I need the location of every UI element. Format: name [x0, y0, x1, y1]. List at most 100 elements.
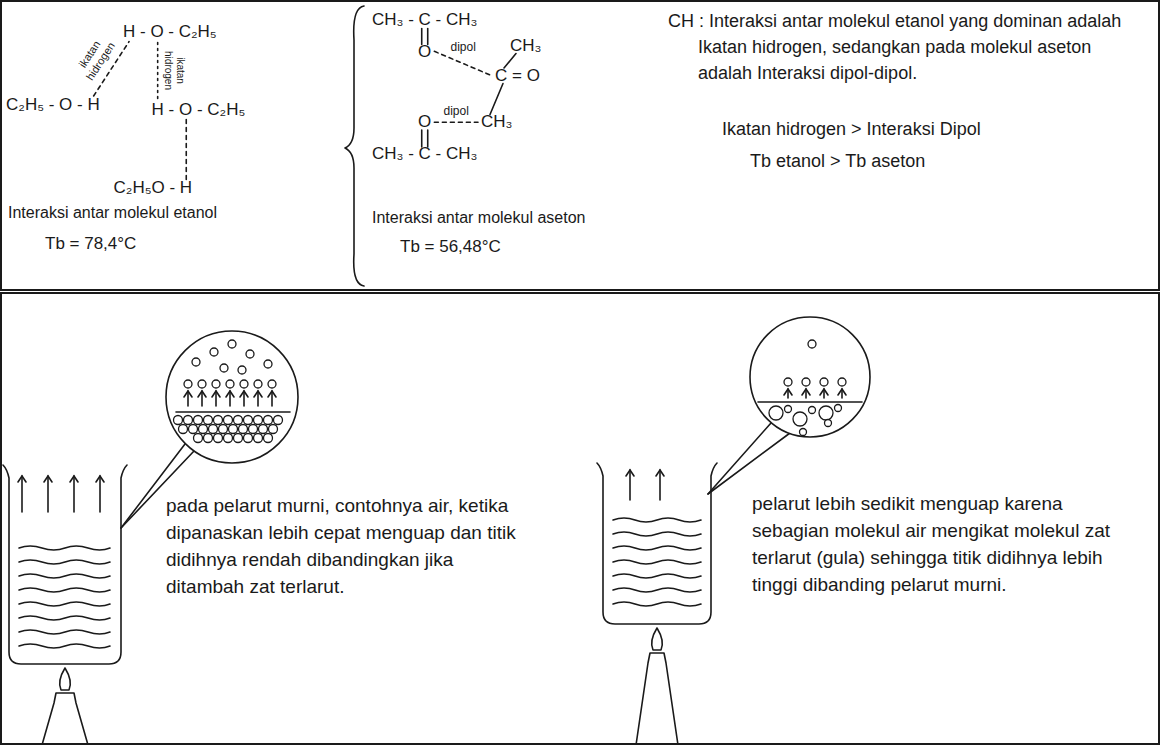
water-molecule — [800, 429, 807, 436]
liquid — [613, 588, 701, 592]
liquid-surface — [176, 411, 290, 413]
flame — [60, 668, 71, 690]
vapour-arrow — [268, 391, 276, 397]
vapour-arrow — [184, 391, 192, 397]
liquid — [613, 546, 701, 550]
water-molecule — [264, 434, 273, 443]
water-molecule — [269, 425, 278, 434]
water-molecule — [174, 416, 183, 425]
water-molecule — [238, 366, 246, 374]
liquid — [613, 602, 701, 606]
hydrogen-bond — [157, 43, 159, 102]
water-molecule — [240, 380, 248, 388]
water-molecule — [229, 425, 238, 434]
bond-label: dipol — [443, 105, 468, 119]
formula: C = O — [495, 66, 540, 86]
water-molecule — [204, 434, 213, 443]
water-molecule — [802, 378, 810, 386]
water-molecule — [219, 425, 228, 434]
vapour-arrow — [18, 476, 26, 482]
water-molecule — [228, 340, 236, 348]
vapour-arrow — [70, 476, 78, 482]
caption: Interaksi antar molekul aseton — [372, 208, 585, 228]
callout-tail — [708, 433, 790, 494]
vapour-arrow — [226, 391, 234, 397]
water-molecule — [204, 416, 213, 425]
water-molecule — [825, 420, 832, 427]
solute-molecule — [819, 406, 833, 420]
water-molecule — [214, 434, 223, 443]
brace — [345, 6, 364, 286]
vapour-arrow — [99, 476, 101, 512]
water-molecule — [254, 380, 262, 388]
formula: C₂H₅ - O - H — [6, 95, 100, 115]
vapour-arrow — [73, 476, 75, 512]
water-molecule — [210, 348, 218, 356]
boiling-point: Tb = 56,48°C — [400, 236, 501, 257]
liquid — [19, 574, 110, 578]
liquid — [613, 574, 701, 578]
water-molecule — [212, 380, 220, 388]
water-molecule — [838, 378, 846, 386]
single-bond — [490, 84, 503, 115]
solute-molecule — [769, 406, 783, 420]
water-molecule — [835, 405, 842, 412]
water-molecule — [244, 434, 253, 443]
water-molecule — [199, 425, 208, 434]
explanation: pelarut lebih sedikit menguap karena seb… — [752, 490, 1124, 598]
liquid — [19, 616, 110, 620]
burner — [636, 653, 678, 745]
water-molecule — [209, 425, 218, 434]
water-molecule — [179, 425, 188, 434]
zoom-bubble — [166, 331, 298, 463]
water-molecule — [259, 425, 268, 434]
water-molecule — [214, 416, 223, 425]
vapour-arrow — [212, 391, 220, 397]
bond-label: dipol — [450, 41, 475, 55]
caption: Interaksi antar molekul etanol — [8, 203, 217, 223]
vapour-arrow — [21, 476, 23, 512]
dipole-interaction — [434, 121, 478, 123]
water-molecule — [234, 416, 243, 425]
water-molecule — [785, 406, 792, 413]
vapour-arrow — [240, 391, 248, 397]
vapour-arrow — [802, 389, 810, 395]
formula: CH₃ — [481, 112, 512, 132]
liquid — [19, 644, 110, 648]
formula: H - O - C₂H₅ — [123, 22, 217, 42]
zoom-bubble — [750, 317, 870, 437]
liquid — [19, 560, 110, 564]
water-molecule — [198, 380, 206, 388]
beaker — [597, 463, 717, 624]
callout-tail — [121, 451, 194, 528]
vapour-arrow — [659, 470, 661, 500]
liquid — [19, 546, 110, 550]
dipole-interaction — [434, 51, 492, 75]
water-molecule — [184, 380, 192, 388]
liquid — [613, 532, 701, 536]
explanation: pada pelarut murni, contohnya air, ketik… — [166, 492, 526, 600]
vapour-arrow — [96, 476, 104, 482]
water-molecule — [194, 434, 203, 443]
vapour-arrow — [626, 470, 634, 476]
vapour-arrow — [656, 470, 664, 476]
water-molecule — [220, 364, 228, 372]
water-molecule — [192, 358, 200, 366]
vapour-arrow — [820, 389, 828, 395]
water-molecule — [784, 378, 792, 386]
formula: CH₃ — [510, 36, 541, 56]
burner — [42, 693, 88, 745]
vapour-arrow — [44, 476, 52, 482]
boiling-point: Tb = 78,4°C — [45, 233, 136, 254]
formula: CH₃ - C - CH₃ — [372, 144, 477, 164]
water-molecule — [226, 380, 234, 388]
vapour-arrow — [47, 476, 49, 512]
vapour-arrow — [198, 391, 206, 397]
water-molecule — [239, 425, 248, 434]
water-molecule — [249, 425, 258, 434]
water-molecule — [246, 350, 254, 358]
water-molecule — [224, 416, 233, 425]
water-molecule — [189, 425, 198, 434]
hydrogen-bond — [185, 120, 187, 180]
